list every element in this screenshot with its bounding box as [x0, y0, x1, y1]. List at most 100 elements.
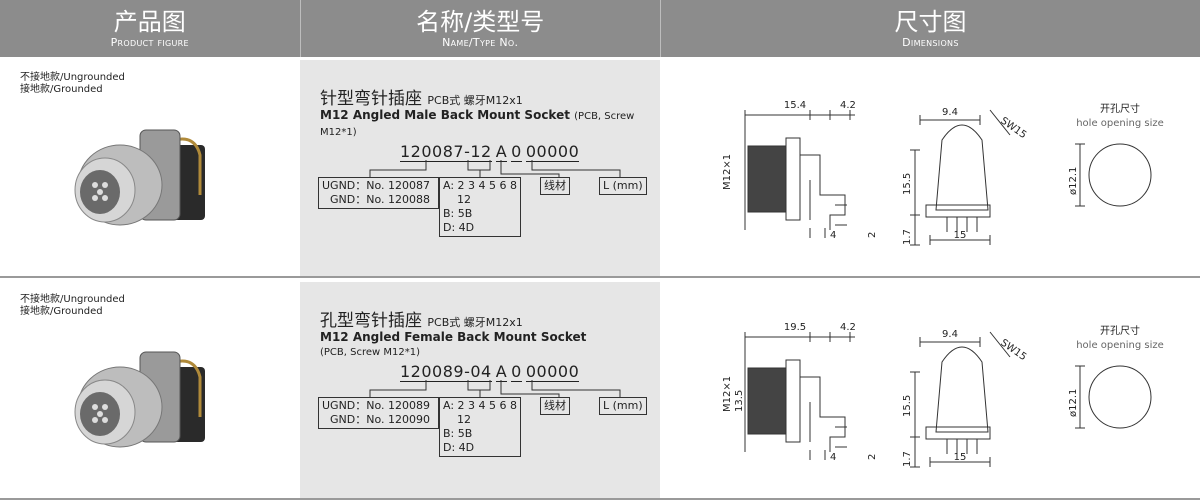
title-en-sub: (PCB, Screw M12*1): [320, 111, 635, 138]
code-part: 0: [511, 142, 522, 162]
length-label: L (mm): [603, 179, 643, 192]
header-en: Dimensions: [902, 36, 959, 49]
dim-pin: 2: [867, 454, 878, 460]
option-d: D: 4D: [443, 221, 475, 234]
title-en-sub: (PCB, Screw M12*1): [320, 347, 420, 358]
header-zh: 尺寸图: [894, 8, 967, 36]
code-part: 00000: [525, 362, 580, 382]
header-en: Product figure: [110, 36, 189, 49]
wire-box: 线材: [540, 177, 570, 195]
dimension-drawing: 15.4 4.2 M12×1 4 2 9.4 SW15 15.5 1.7 15 …: [722, 100, 1164, 246]
code-leader-lines: [369, 380, 621, 400]
product-title-zh: 孔型弯针插座 PCB式 螺牙M12x1: [320, 306, 523, 331]
dim-height: 15.5: [902, 173, 913, 195]
dimensions-cell: 19.5 4.2 13.5 M12×1 4 2 9.4 SW15 15.5 1.…: [660, 282, 1200, 498]
header-zh: 产品图: [113, 8, 186, 36]
option-a: A: 2 3 4 5 6 8: [443, 179, 518, 192]
dim-length: 15.4: [784, 100, 806, 111]
gnd-number: GND：No. 120090: [330, 413, 430, 426]
title-sub: PCB式 螺牙M12x1: [427, 94, 523, 107]
dim-pin: 2: [867, 232, 878, 238]
dim-base: 1.7: [902, 451, 913, 467]
header-en: Name/Type No.: [442, 36, 519, 49]
option-d: D: 4D: [443, 441, 475, 454]
connector-photo: [74, 351, 205, 448]
dim-length: 19.5: [784, 322, 806, 333]
hole-label-zh: 开孔尺寸: [1100, 102, 1140, 115]
option-a2: 12: [457, 413, 471, 426]
header-zh: 名称/类型号: [416, 8, 545, 36]
code-part: A: [495, 142, 508, 162]
hole-label-zh: 开孔尺寸: [1100, 324, 1140, 337]
name-type-cell: 针型弯针插座 PCB式 螺牙M12x1 M12 Angled Male Back…: [300, 60, 660, 276]
dim-top: 9.4: [942, 107, 958, 118]
title-zh: 孔型弯针插座: [320, 311, 422, 331]
code-part: 120087: [400, 142, 465, 162]
code-part: 00000: [525, 142, 580, 162]
hole-label-en: hole opening size: [1076, 118, 1164, 129]
dim-foot: 4: [830, 230, 836, 241]
hole-diameter: ø12.1: [1068, 167, 1079, 195]
title-zh: 针型弯针插座: [320, 89, 422, 109]
option-b: B: 5B: [443, 427, 473, 440]
dim-overall-width: 15: [954, 452, 967, 463]
wire-label: 线材: [544, 179, 566, 192]
dim-diameter: 13.5: [734, 390, 745, 412]
wire-label: 线材: [544, 399, 566, 412]
product-title-zh: 针型弯针插座 PCB式 螺牙M12x1: [320, 84, 523, 109]
dim-width: 4.2: [840, 322, 856, 333]
product-title-en: M12 Angled Male Back Mount Socket (PCB, …: [320, 108, 655, 140]
dim-wrench: SW15: [998, 115, 1028, 141]
dim-foot: 4: [830, 452, 836, 463]
hole-diameter: ø12.1: [1068, 389, 1079, 417]
code-part: A: [495, 362, 508, 382]
product-title-en: M12 Angled Female Back Mount Socket (PCB…: [320, 330, 655, 360]
title-en: M12 Angled Male Back Mount Socket: [320, 108, 570, 122]
dim-thread: M12×1: [722, 376, 733, 412]
hole-label-en: hole opening size: [1076, 340, 1164, 351]
dimension-drawing: 19.5 4.2 13.5 M12×1 4 2 9.4 SW15 15.5 1.…: [722, 322, 1164, 468]
dimensions-cell: 15.4 4.2 M12×1 4 2 9.4 SW15 15.5 1.7 15 …: [660, 60, 1200, 276]
connector-photo: [74, 129, 205, 226]
code-part: 0: [511, 362, 522, 382]
option-a2: 12: [457, 193, 471, 206]
code-leader-lines: [369, 160, 621, 180]
dim-width: 4.2: [840, 100, 856, 111]
length-box: L (mm): [599, 177, 647, 195]
code-part: 120089: [400, 362, 465, 382]
dim-overall-width: 15: [954, 230, 967, 241]
option-b: B: 5B: [443, 207, 473, 220]
ungrounded-label: 不接地款/Ungrounded: [20, 294, 125, 305]
code-part: -04: [464, 362, 492, 382]
length-label: L (mm): [603, 399, 643, 412]
length-box: L (mm): [599, 397, 647, 415]
dim-wrench: SW15: [998, 337, 1028, 363]
ungrounded-label: 不接地款/Ungrounded: [20, 72, 125, 83]
dim-base: 1.7: [902, 229, 913, 245]
name-type-cell: 孔型弯针插座 PCB式 螺牙M12x1 M12 Angled Female Ba…: [300, 282, 660, 498]
gnd-number: GND：No. 120088: [330, 193, 430, 206]
dim-top: 9.4: [942, 329, 958, 340]
ugnd-number: UGND：No. 120087: [322, 179, 431, 192]
ugnd-number: UGND：No. 120089: [322, 399, 431, 412]
title-en: M12 Angled Female Back Mount Socket: [320, 330, 587, 344]
code-part: -12: [464, 142, 492, 162]
option-a: A: 2 3 4 5 6 8: [443, 399, 518, 412]
wire-box: 线材: [540, 397, 570, 415]
grounded-label: 接地款/Grounded: [20, 306, 103, 317]
